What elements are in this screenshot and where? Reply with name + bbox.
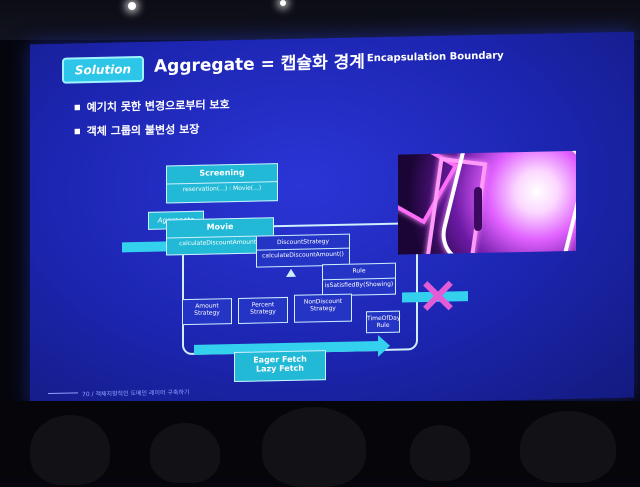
video-inset	[398, 150, 576, 255]
fetch-label: Eager Fetch Lazy Fetch	[234, 350, 326, 383]
ceiling-light	[128, 2, 136, 10]
bullet-item: 객체 그룹의 불변성 보장	[74, 121, 200, 140]
cross-mark	[422, 277, 453, 312]
audience-head	[410, 425, 470, 481]
inheritance-triangle	[286, 268, 296, 277]
screening-attr: reservation(...) : Movie(...)	[167, 181, 277, 194]
lazy-fetch-label: Lazy Fetch	[256, 363, 304, 374]
silhouette	[474, 186, 482, 232]
outbound-arrow-head	[378, 334, 390, 358]
amount-strategy-class: Amount Strategy	[182, 298, 232, 326]
time-of-day-rule-class: TimeOfDay Rule	[366, 310, 400, 334]
slide-footer: 70 / 객체지향적인 도메인 레이어 구축하기	[82, 388, 190, 399]
audience-head	[520, 411, 616, 483]
discount-strategy-attr: calculateDiscountAmount()	[257, 247, 349, 260]
solution-badge: Solution	[62, 55, 144, 84]
audience-head	[30, 415, 110, 485]
rule-class: Rule isSatisfiedBy(Showing)	[322, 262, 396, 297]
movie-name: Movie	[206, 222, 234, 232]
screening-name: Screening	[199, 167, 245, 178]
screening-class: Screening reservation(...) : Movie(...)	[166, 163, 278, 204]
percent-strategy-class: Percent Strategy	[238, 296, 288, 324]
footer-line	[48, 392, 78, 394]
ceiling-light	[280, 0, 286, 6]
title-main: Aggregate = 캡슐화 경계	[154, 52, 365, 77]
bullet-item: 예기치 못한 변경으로부터 보호	[74, 96, 230, 115]
discount-strategy-class: DiscountStrategy calculateDiscountAmount…	[256, 233, 350, 268]
title-sub: Encapsulation Boundary	[366, 50, 504, 65]
rule-attr: isSatisfiedBy(Showing)	[323, 277, 395, 290]
neon-ring	[435, 150, 576, 255]
audience-head	[150, 423, 220, 483]
audience-head	[262, 407, 366, 487]
discount-strategy-name: DiscountStrategy	[276, 238, 330, 247]
rule-name: Rule	[352, 267, 366, 275]
audience	[0, 401, 640, 487]
nondiscount-strategy-class: NonDiscount Strategy	[294, 293, 352, 323]
